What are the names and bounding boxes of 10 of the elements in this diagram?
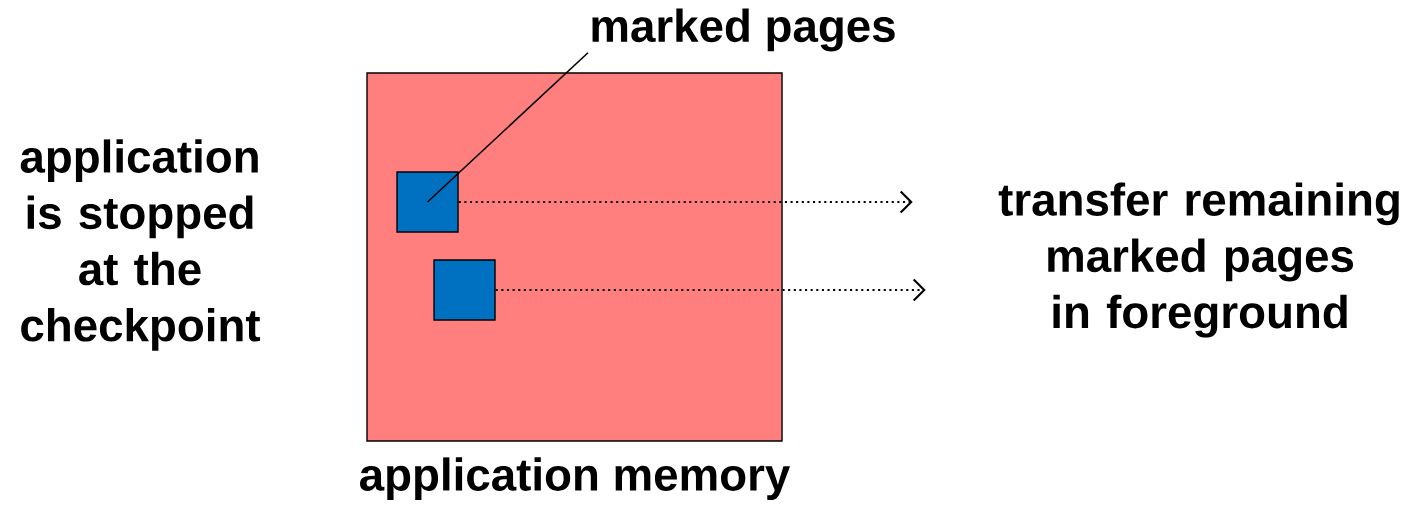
memory-box: application memory bbox=[360, 72, 791, 500]
leader-line bbox=[426, 51, 589, 203]
page-square bbox=[433, 259, 496, 321]
callout-text: marked pages bbox=[592, 8, 895, 52]
arrow bbox=[495, 278, 926, 302]
note-text: transfer remaining marked pages in foreground bbox=[998, 182, 1399, 338]
node-label: application memory bbox=[360, 457, 791, 500]
page-square bbox=[396, 171, 459, 233]
arrow bbox=[458, 190, 913, 214]
note-text: application is stopped at the checkpoint bbox=[20, 139, 261, 351]
